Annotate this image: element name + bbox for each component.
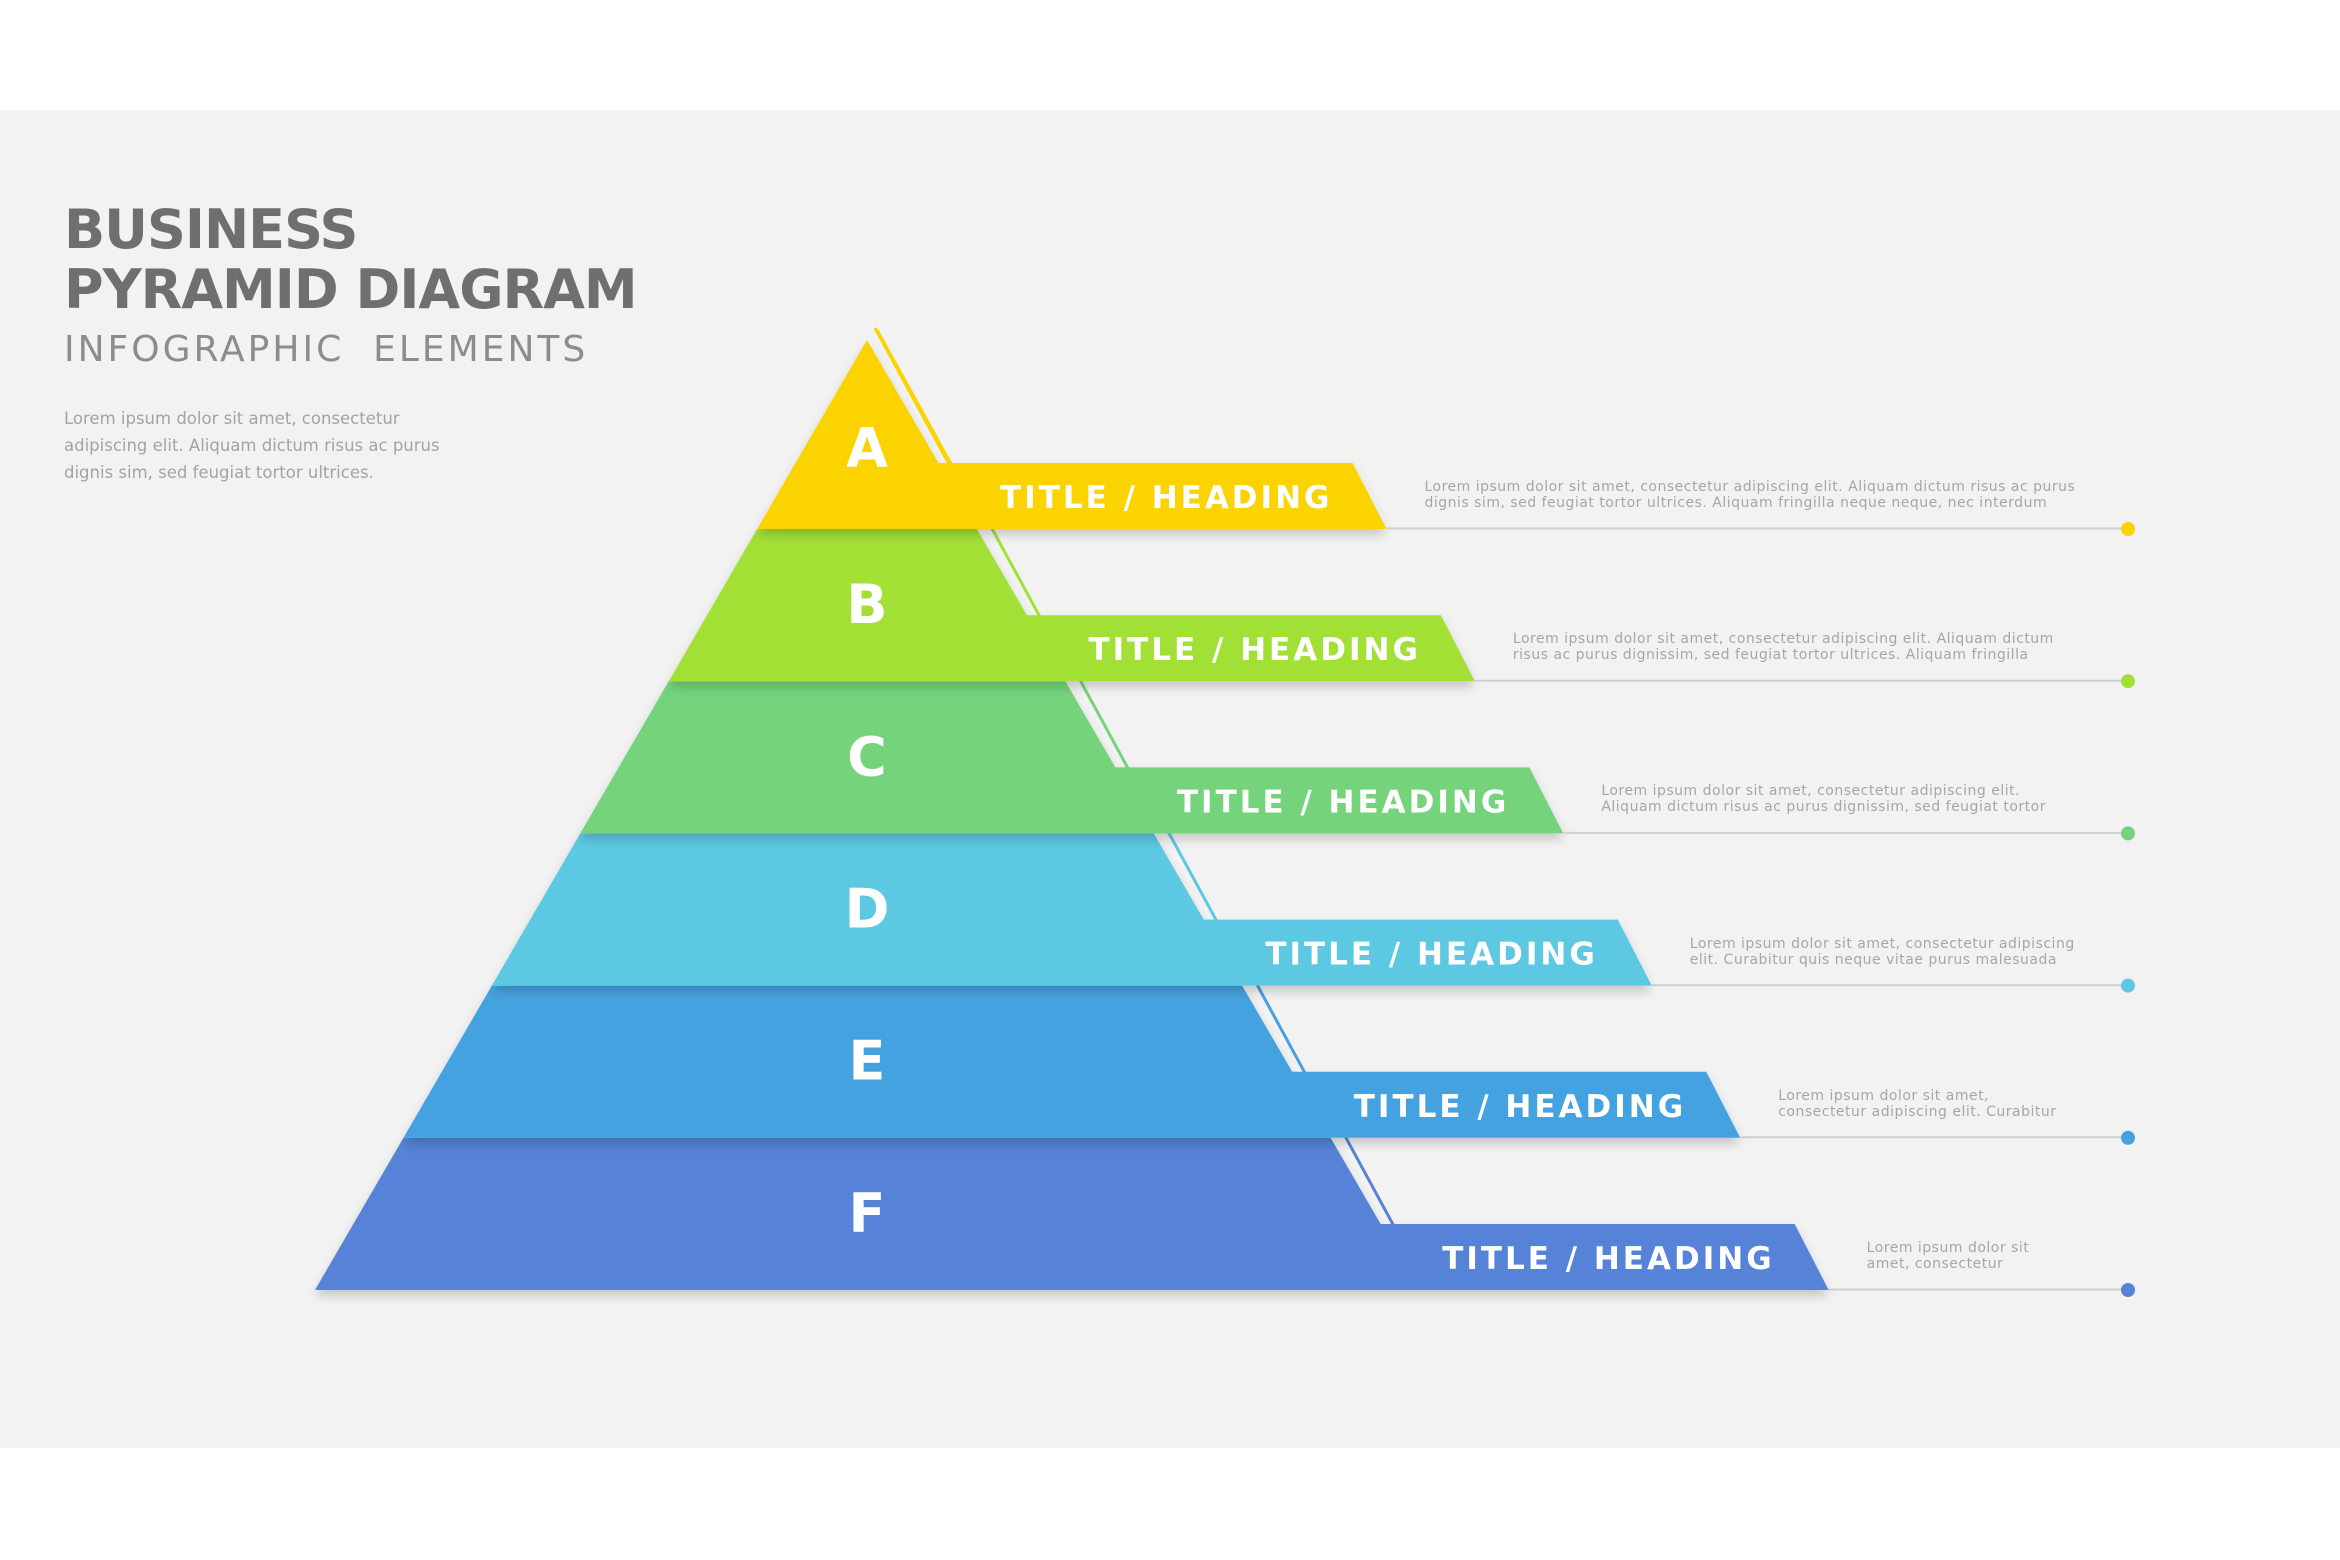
level-edge-line [1073, 670, 1136, 781]
description-line: elit. Curabitur quis neque vitae purus m… [1689, 951, 2057, 968]
level-letter: B [846, 573, 887, 636]
intro-text: Lorem ipsum dolor sit amet, consectetur … [64, 405, 484, 486]
description-line: dignis sim, sed feugiat tortor ultrices.… [1424, 495, 2048, 511]
level-letter: A [846, 417, 888, 480]
pyramid-level-f: F TITLE / HEADING [315, 1127, 2135, 1297]
level-edge-line [1339, 1127, 1401, 1237]
intro-line: Lorem ipsum dolor sit amet, consectetur [64, 409, 400, 428]
level-description: Lorem ipsum dolor sit amet,consectetur a… [1778, 1088, 2056, 1120]
level-title: TITLE / HEADING [1354, 1089, 1686, 1125]
level-title: TITLE / HEADING [1442, 1241, 1774, 1277]
connector-dot [2121, 522, 2135, 536]
description-line: Lorem ipsum dolor sit amet, consectetur … [1512, 631, 2054, 648]
level-letter: E [849, 1030, 886, 1093]
description-line: Lorem ipsum dolor sit [1866, 1240, 2030, 1256]
page-subtitle: INFOGRAPHIC ELEMENTS [64, 329, 589, 370]
connector-dot [2121, 978, 2135, 993]
level-shape [315, 1137, 1829, 1290]
level-title: TITLE / HEADING [1088, 632, 1420, 668]
level-letter: C [847, 725, 887, 788]
description-line: Lorem ipsum dolor sit amet, consectetur … [1689, 935, 2075, 952]
description-line: amet, consectetur [1866, 1256, 2004, 1272]
level-letter: F [849, 1182, 886, 1245]
level-description: Lorem ipsum dolor sit amet, consectetur … [1690, 936, 2075, 968]
level-title: TITLE / HEADING [1265, 937, 1597, 973]
description-line: Lorem ipsum dolor sit amet, consectetur … [1601, 783, 2021, 800]
level-shape [491, 833, 1652, 986]
level-edge-line [1250, 974, 1313, 1085]
level-description: Lorem ipsum dolor sit amet, consectetur … [1513, 631, 2054, 663]
apex-edge-line [873, 327, 952, 467]
connector-dot [2121, 1283, 2135, 1297]
level-description: Lorem ipsum dolor sit amet, consectetur … [1601, 783, 2046, 815]
level-shape [757, 340, 1387, 529]
level-title: TITLE / HEADING [1177, 784, 1509, 820]
pyramid-level-e: E TITLE / HEADING [403, 974, 2135, 1145]
connector-dot [2121, 674, 2135, 689]
intro-line: dignis sim, sed feugiat tortor ultrices. [64, 463, 374, 482]
level-edge-line [1162, 822, 1224, 933]
pyramid-level-c: C TITLE / HEADING [580, 670, 2135, 841]
level-letter: D [845, 878, 890, 941]
pyramid-level-b: B TITLE / HEADING [668, 518, 2135, 689]
page-title-line-2: PYRAMID DIAGRAM [64, 258, 638, 321]
connector-dot [2121, 826, 2135, 841]
description-line: Lorem ipsum dolor sit amet, [1778, 1087, 1990, 1104]
level-description: Lorem ipsum dolor sit amet, consectetur … [1424, 479, 2075, 511]
description-line: risus ac purus dignissim, sed feugiat to… [1512, 647, 2029, 664]
pyramid-level-a: A TITLE / HEADING [757, 329, 2135, 536]
level-shape [580, 681, 1564, 834]
pyramid-level-d: D TITLE / HEADING [491, 822, 2135, 993]
page-heading: BUSINESS PYRAMID DIAGRAM INFOGRAPHIC ELE… [64, 198, 638, 374]
connector-dot [2121, 1130, 2135, 1145]
level-shape [403, 985, 1741, 1138]
description-line: Lorem ipsum dolor sit amet, consectetur … [1424, 479, 2076, 495]
level-shape [668, 529, 1475, 682]
level-title: TITLE / HEADING [1000, 480, 1332, 516]
intro-line: adipiscing elit. Aliquam dictum risus ac… [64, 436, 440, 455]
level-edge-line [985, 518, 1047, 628]
description-line: consectetur adipiscing elit. Curabitur [1778, 1103, 2057, 1120]
description-line: Aliquam dictum risus ac purus dignissim,… [1601, 799, 2046, 816]
page-title-line-1: BUSINESS [64, 198, 358, 261]
